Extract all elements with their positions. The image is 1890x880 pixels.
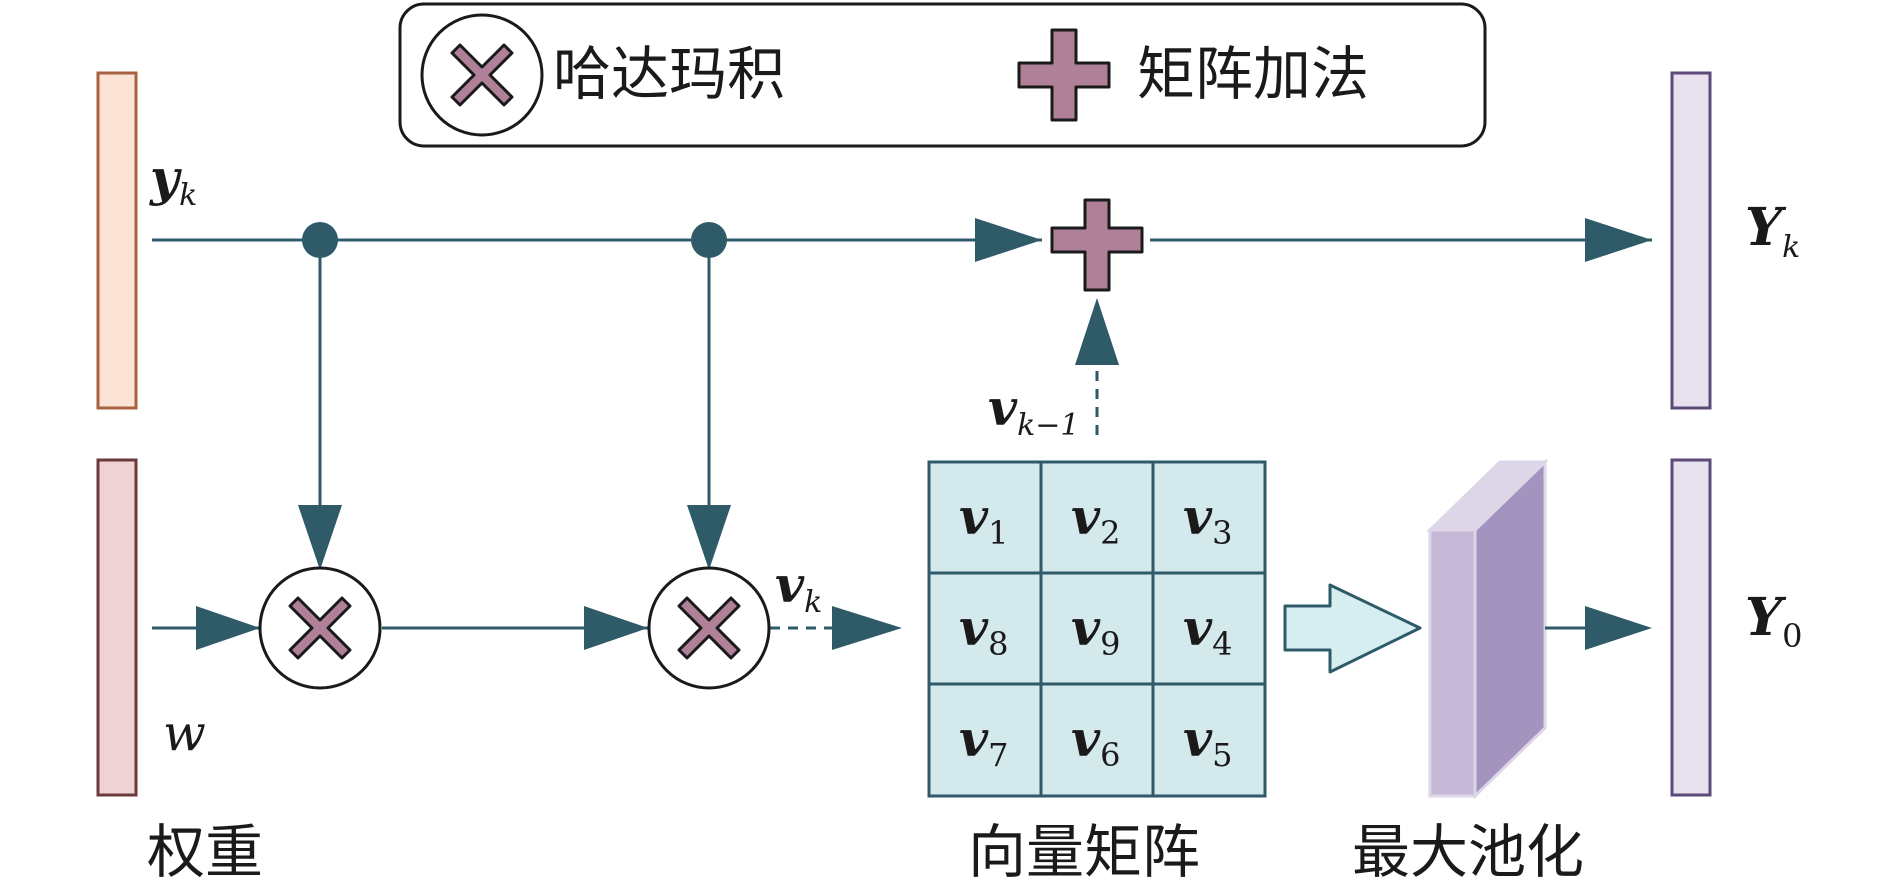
top-flow [152,218,1652,262]
bottom-flow [152,606,902,650]
legend-hadamard-icon [420,13,544,137]
weight-bar-w [96,458,138,797]
label-vector-matrix: 向量矩阵 [968,818,1200,880]
legend-matrix-add-icon [1017,28,1111,122]
legend-hadamard-label: 哈达玛积 [553,40,785,108]
vk-minus-1-arrow [1075,298,1119,435]
input-bar-yk [96,71,138,410]
symbol-y-k: yk [149,148,197,213]
symbol-v-k: vk [775,555,822,620]
symbol-v-k-minus-1: vk−1 [988,378,1079,443]
pool-to-output-arrow [1545,606,1652,650]
max-pooling-slab [1426,458,1549,800]
matrix-cell-0-0: v1 [959,487,1008,552]
legend: 哈达玛积 矩阵加法 [398,2,1487,148]
matrix-cell-1-1: v9 [1071,598,1120,663]
matrix-cell-1-2: v4 [1183,598,1232,663]
matrix-cell-2-0: v7 [959,709,1008,774]
vector-matrix [927,460,1267,798]
legend-matrix-add-label: 矩阵加法 [1137,40,1369,108]
label-weights: 权重 [147,818,263,880]
matrix-cell-2-2: v5 [1183,709,1232,774]
transition-arrow [1283,583,1422,674]
matrix-cell-0-1: v2 [1071,487,1120,552]
drop-lines [298,240,731,570]
matrix-add-operator-icon [1050,198,1144,292]
matrix-cell-1-0: v8 [959,598,1008,663]
output-bar-Y0 [1670,458,1712,797]
symbol-Y-0: Y0 [1745,587,1802,655]
output-bar-Yk [1670,71,1712,410]
matrix-cell-2-1: v6 [1071,709,1120,774]
symbol-Y-k: Yk [1745,197,1800,265]
hadamard-operator-icon [258,566,382,690]
matrix-cell-0-2: v3 [1183,487,1232,552]
hadamard-operator-icon [647,566,771,690]
symbol-w: w [163,704,206,762]
label-max-pooling: 最大池化 [1352,818,1584,880]
